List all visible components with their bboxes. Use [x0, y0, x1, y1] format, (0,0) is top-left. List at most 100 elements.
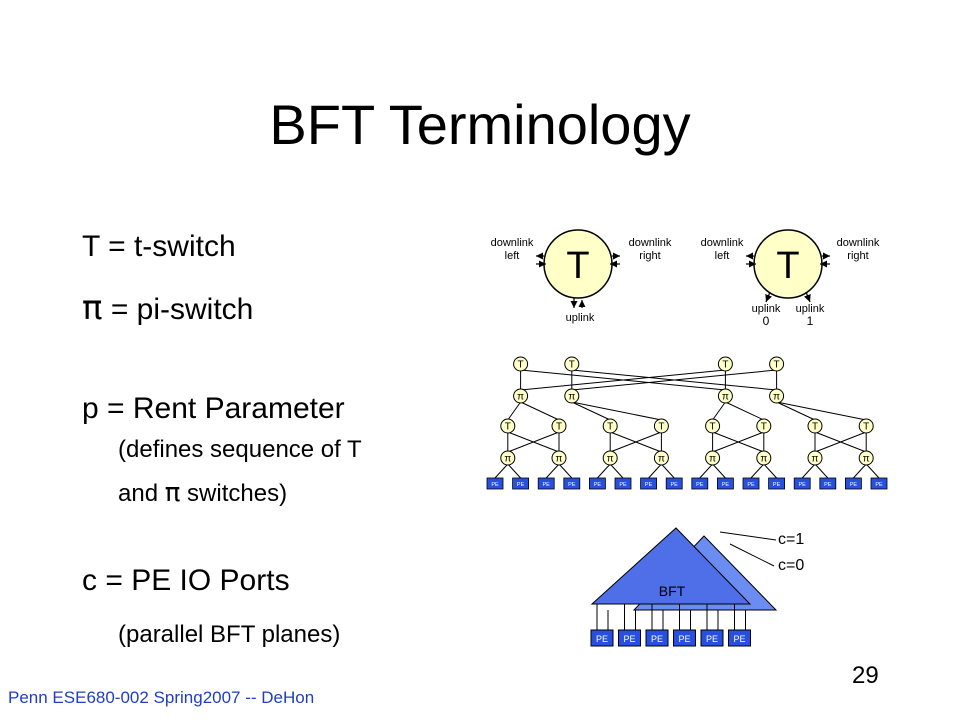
svg-text:T: T [812, 422, 818, 433]
svg-text:π: π [556, 454, 563, 465]
svg-text:PE: PE [706, 634, 718, 644]
uplink-1-label: uplink [796, 303, 825, 315]
tree-pe-11: PE [742, 477, 760, 490]
svg-text:PE: PE [594, 482, 602, 488]
tree-switch-1-3: T [717, 356, 733, 372]
svg-text:π: π [722, 392, 729, 403]
tree-switch-3-4: T [653, 418, 669, 434]
svg-text:T: T [518, 360, 524, 371]
svg-text:T: T [556, 422, 562, 433]
tree-switch-2-4: π [769, 388, 785, 404]
downlink-right-label-1: downlink [629, 237, 672, 249]
t-switch-1: T downlink left downlink right uplink [491, 229, 672, 324]
svg-text:PE: PE [651, 634, 663, 644]
svg-text:PE: PE [645, 482, 653, 488]
pi-symbol: π [82, 288, 103, 328]
svg-text:PE: PE [671, 482, 679, 488]
svg-text:π: π [863, 454, 870, 465]
svg-text:T: T [658, 422, 664, 433]
svg-text:T: T [761, 422, 767, 433]
plane-pe-2: PE [618, 629, 641, 647]
tree-pe-4: PE [563, 477, 581, 490]
svg-text:PE: PE [747, 482, 755, 488]
tree-switch-1-1: T [513, 356, 529, 372]
pi-switch-label: = pi-switch [102, 293, 254, 326]
tree-pe-7: PE [640, 477, 658, 490]
footer-credit: Penn ESE680-002 Spring2007 -- DeHon [8, 688, 315, 707]
tree-pe-5: PE [589, 477, 606, 490]
svg-text:right: right [639, 250, 660, 262]
tree-switch-3-5: T [705, 418, 721, 434]
tree-pe-2: PE [512, 477, 529, 490]
svg-text:T: T [710, 422, 716, 433]
tree-switch-4-2: π [551, 450, 567, 466]
svg-text:right: right [847, 250, 868, 262]
t-switch-2-label: T [776, 245, 799, 287]
svg-text:T: T [505, 422, 511, 433]
t-switch-definition: T = t-switch [82, 230, 236, 263]
svg-text:PE: PE [619, 482, 627, 488]
tree-pe-16: PE [870, 477, 888, 490]
plane-pe-6: PE [728, 629, 751, 647]
svg-text:PE: PE [733, 634, 745, 644]
svg-text:T: T [722, 360, 728, 371]
uplink-0-label: uplink [752, 303, 781, 315]
rent-parameter-definition: p = Rent Parameter [82, 392, 345, 425]
svg-text:π: π [709, 454, 716, 465]
slide-title: BFT Terminology [269, 93, 691, 156]
svg-text:PE: PE [623, 634, 635, 644]
svg-text:T: T [607, 422, 613, 433]
tree-switch-4-5: π [705, 450, 721, 466]
svg-text:T: T [569, 360, 575, 371]
pe-io-ports-note: (parallel BFT planes) [118, 621, 341, 648]
rent-parameter-note-1: (defines sequence of T [118, 436, 362, 463]
tree-switch-3-2: T [551, 418, 567, 434]
plane-pe-4: PE [673, 629, 696, 647]
svg-text:PE: PE [517, 482, 525, 488]
tree-pe-6: PE [614, 477, 632, 490]
tree-switch-4-7: π [807, 450, 823, 466]
svg-text:T: T [863, 422, 869, 433]
tree-pe-12: PE [768, 477, 786, 490]
tree-pe-13: PE [793, 477, 811, 490]
plane-pe-5: PE [700, 629, 724, 647]
tree-switch-3-8: T [858, 418, 874, 434]
downlink-left-label-2: downlink [701, 237, 744, 249]
svg-text:π: π [517, 392, 524, 403]
svg-text:left: left [505, 250, 520, 262]
svg-text:PE: PE [773, 482, 781, 488]
pi-switch-definition: π = pi-switch [82, 288, 253, 328]
downlink-right-label-2: downlink [837, 237, 880, 249]
svg-text:PE: PE [722, 482, 730, 488]
t-switch-1-label: T [566, 245, 589, 287]
tree-switch-4-6: π [756, 450, 772, 466]
svg-text:PE: PE [678, 634, 690, 644]
svg-text:π: π [607, 454, 614, 465]
svg-text:PE: PE [596, 634, 608, 644]
svg-text:1: 1 [807, 314, 814, 328]
tree-switch-3-7: T [807, 418, 823, 434]
svg-text:0: 0 [763, 314, 770, 328]
tree-switch-1-4: T [769, 356, 785, 372]
svg-text:PE: PE [543, 482, 551, 488]
tree-switch-4-3: π [602, 450, 618, 466]
svg-text:PE: PE [850, 482, 858, 488]
tree-pe-10: PE [716, 477, 734, 490]
plane-pe-1: PE [590, 629, 614, 647]
svg-text:PE: PE [491, 482, 499, 488]
tree-pe-14: PE [819, 477, 837, 490]
svg-text:PE: PE [696, 482, 704, 488]
tree-switch-4-1: π [500, 450, 516, 466]
t-switch-2: T downlink left downlink right uplink 0 … [701, 229, 880, 328]
tree-switch-4-8: π [858, 450, 874, 466]
tree-pe-3: PE [537, 477, 555, 490]
svg-text:PE: PE [824, 482, 832, 488]
plane-label-c0: c=0 [778, 557, 804, 574]
t-switch-diagrams: T downlink left downlink right uplink T … [491, 229, 880, 328]
downlink-left-label-1: downlink [491, 237, 534, 249]
svg-text:T: T [774, 360, 780, 371]
rent-parameter-note-2: and π switches) [118, 478, 288, 508]
svg-text:π: π [773, 392, 780, 403]
